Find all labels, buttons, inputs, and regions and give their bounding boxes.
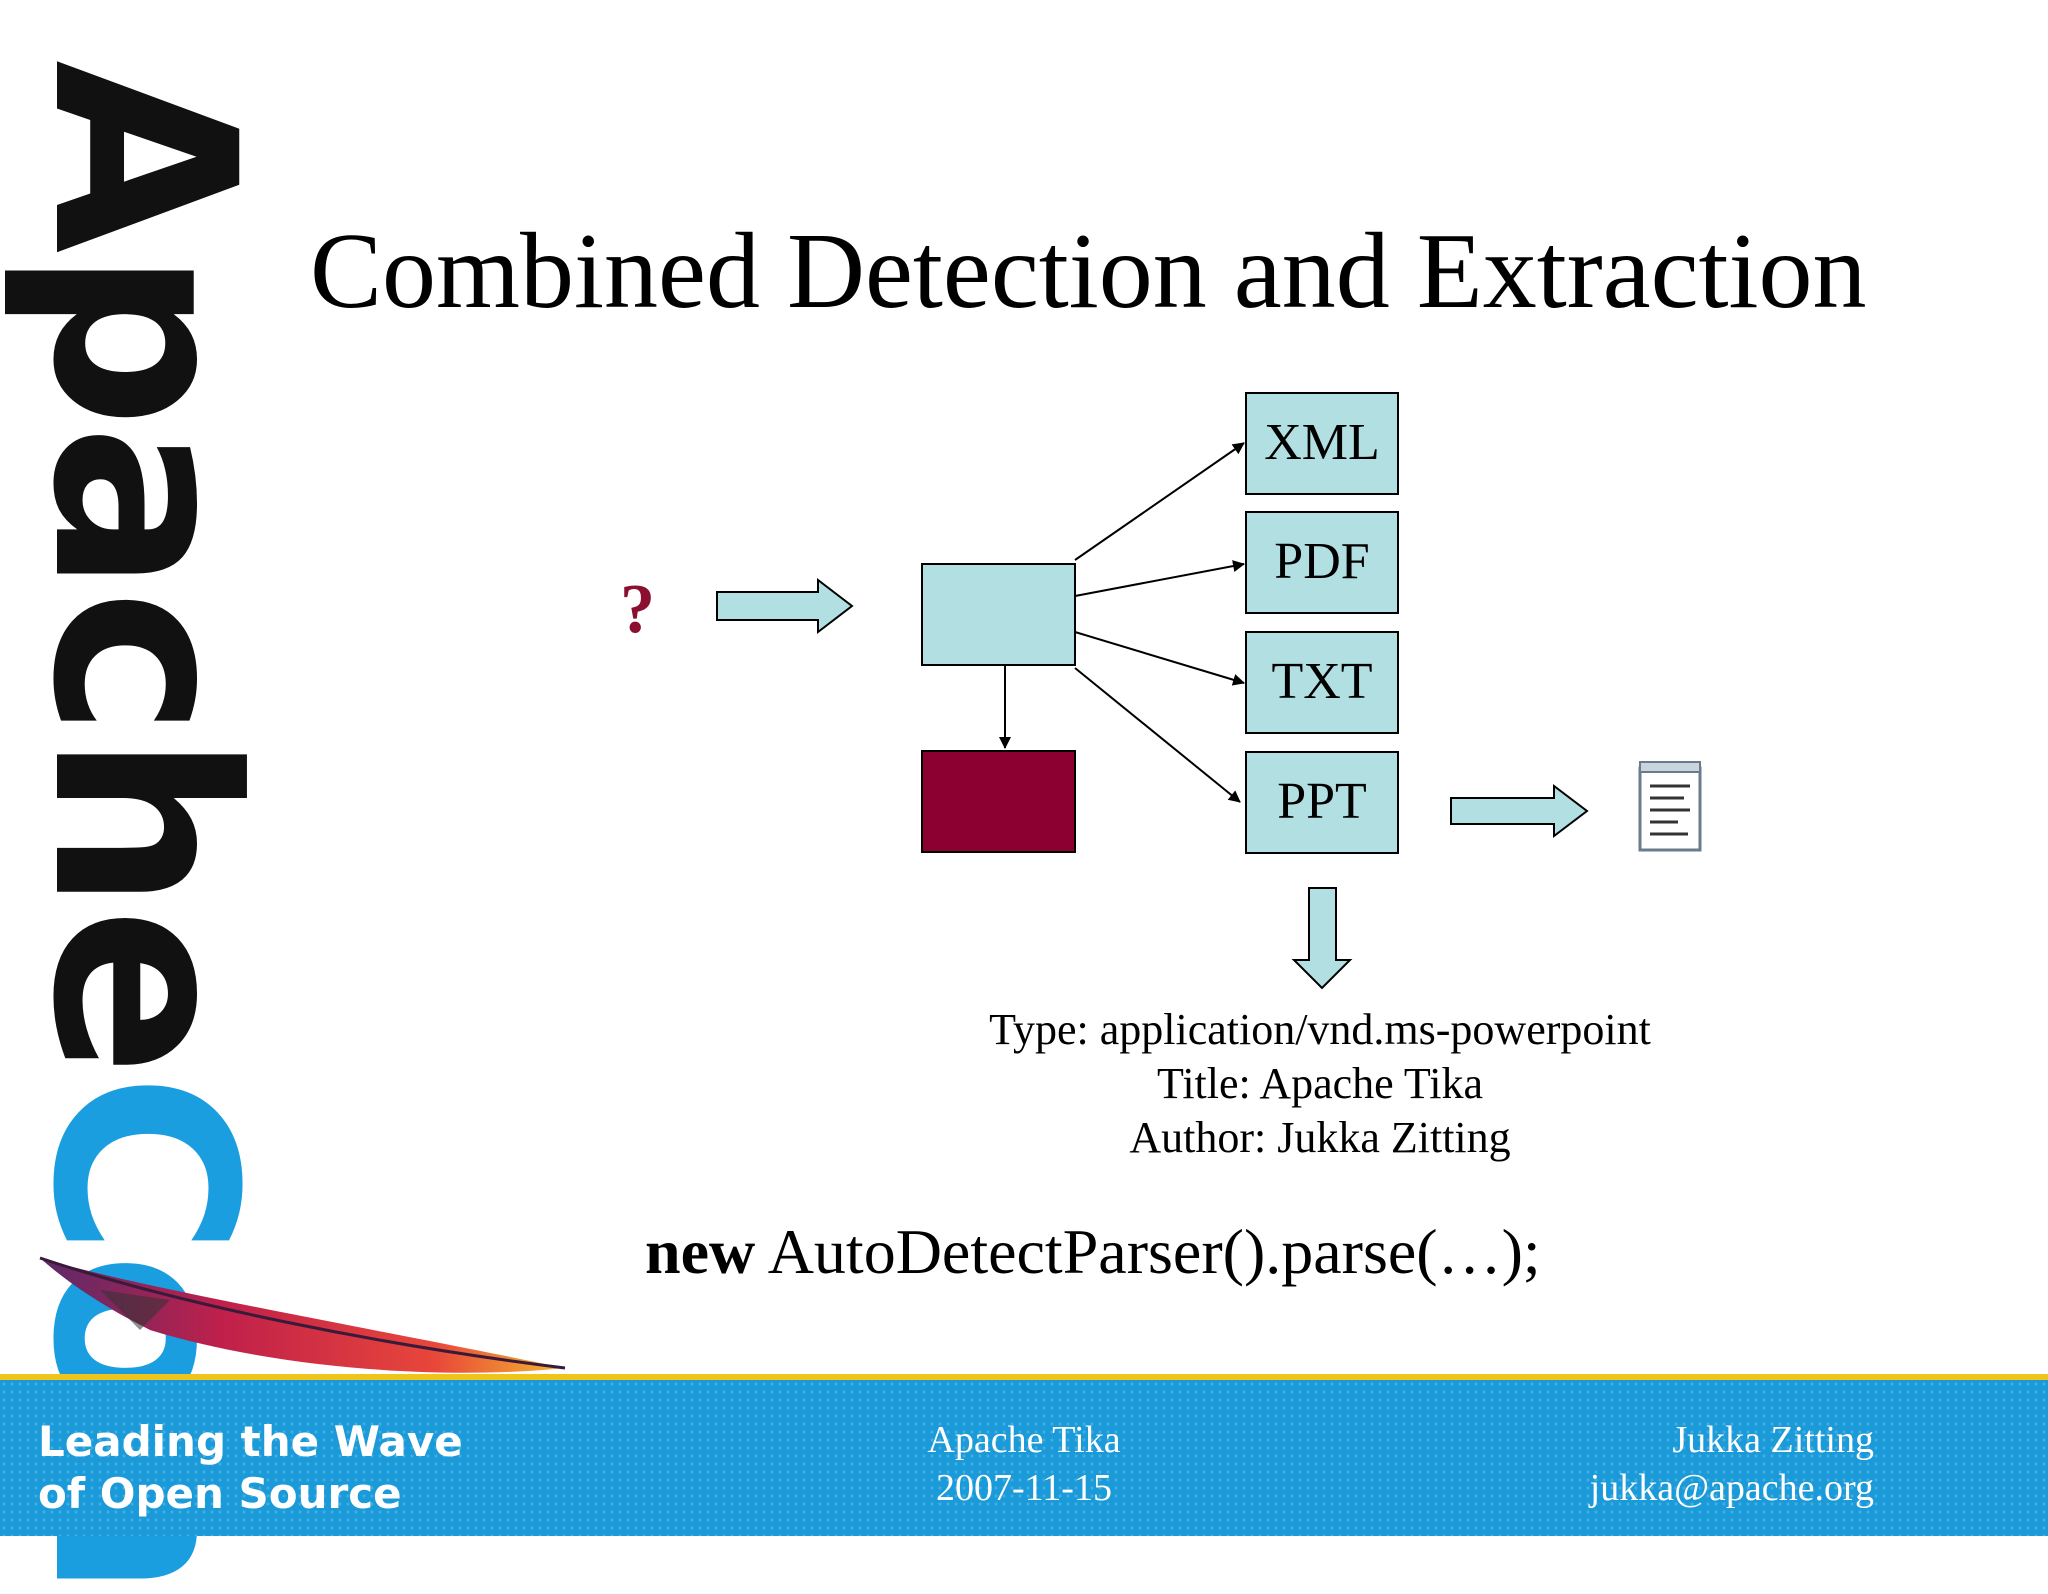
arrow-to-xml [1074, 442, 1245, 561]
footer-bar: Leading the Wave of Open Source Apache T… [0, 1374, 2048, 1536]
code-call: AutoDetectParser().parse(…); [755, 1216, 1541, 1287]
metadata-title: Title: Apache Tika [1157, 1059, 1483, 1108]
format-box-txt: TXT [1245, 631, 1399, 734]
format-label: TXT [1271, 653, 1372, 710]
tagline-line-1: Leading the Wave [38, 1417, 463, 1466]
code-example: new AutoDetectParser().parse(…); [645, 1215, 1541, 1289]
arrow-to-pdf [1074, 560, 1245, 597]
apache-feather-icon [39, 1256, 566, 1373]
footer-tagline: Leading the Wave of Open Source [38, 1416, 463, 1520]
metadata-arrow [1291, 887, 1353, 990]
detection-diagram: XML PDF TXT PPT [716, 392, 1702, 990]
format-label: PDF [1274, 533, 1369, 590]
detector-box [921, 563, 1076, 666]
footer-email: jukka@apache.org [1589, 1467, 1874, 1509]
footer-date: 2007-11-15 [936, 1467, 1112, 1509]
input-arrow [716, 577, 854, 635]
code-keyword: new [645, 1216, 756, 1287]
metadata-type: Type: application/vnd.ms-powerpoint [989, 1005, 1651, 1054]
slide-title: Combined Detection and Extraction [310, 212, 1867, 331]
format-label: XML [1264, 414, 1380, 471]
arrow-to-txt [1074, 631, 1245, 686]
arrow-to-ppt [1074, 667, 1241, 803]
unknown-input-symbol: ? [620, 571, 655, 648]
footer-author-info: Jukka Zitting jukka@apache.org [1274, 1416, 1874, 1512]
slide: ApacheCon Combined Detection and Extract… [0, 60, 2048, 1594]
format-label: PPT [1277, 773, 1367, 830]
document-icon [1638, 761, 1702, 852]
metadata-author: Author: Jukka Zitting [1129, 1113, 1511, 1162]
footer-project: Apache Tika [927, 1419, 1121, 1461]
extracted-metadata: Type: application/vnd.ms-powerpoint Titl… [880, 1003, 1760, 1165]
tagline-line-2: of Open Source [38, 1469, 402, 1518]
footer-author: Jukka Zitting [1672, 1419, 1874, 1461]
detected-type-block [921, 750, 1076, 853]
output-arrow [1450, 783, 1589, 839]
footer-center-info: Apache Tika 2007-11-15 [824, 1416, 1224, 1512]
format-box-ppt: PPT [1245, 751, 1399, 854]
format-box-xml: XML [1245, 392, 1399, 495]
format-box-pdf: PDF [1245, 511, 1399, 614]
